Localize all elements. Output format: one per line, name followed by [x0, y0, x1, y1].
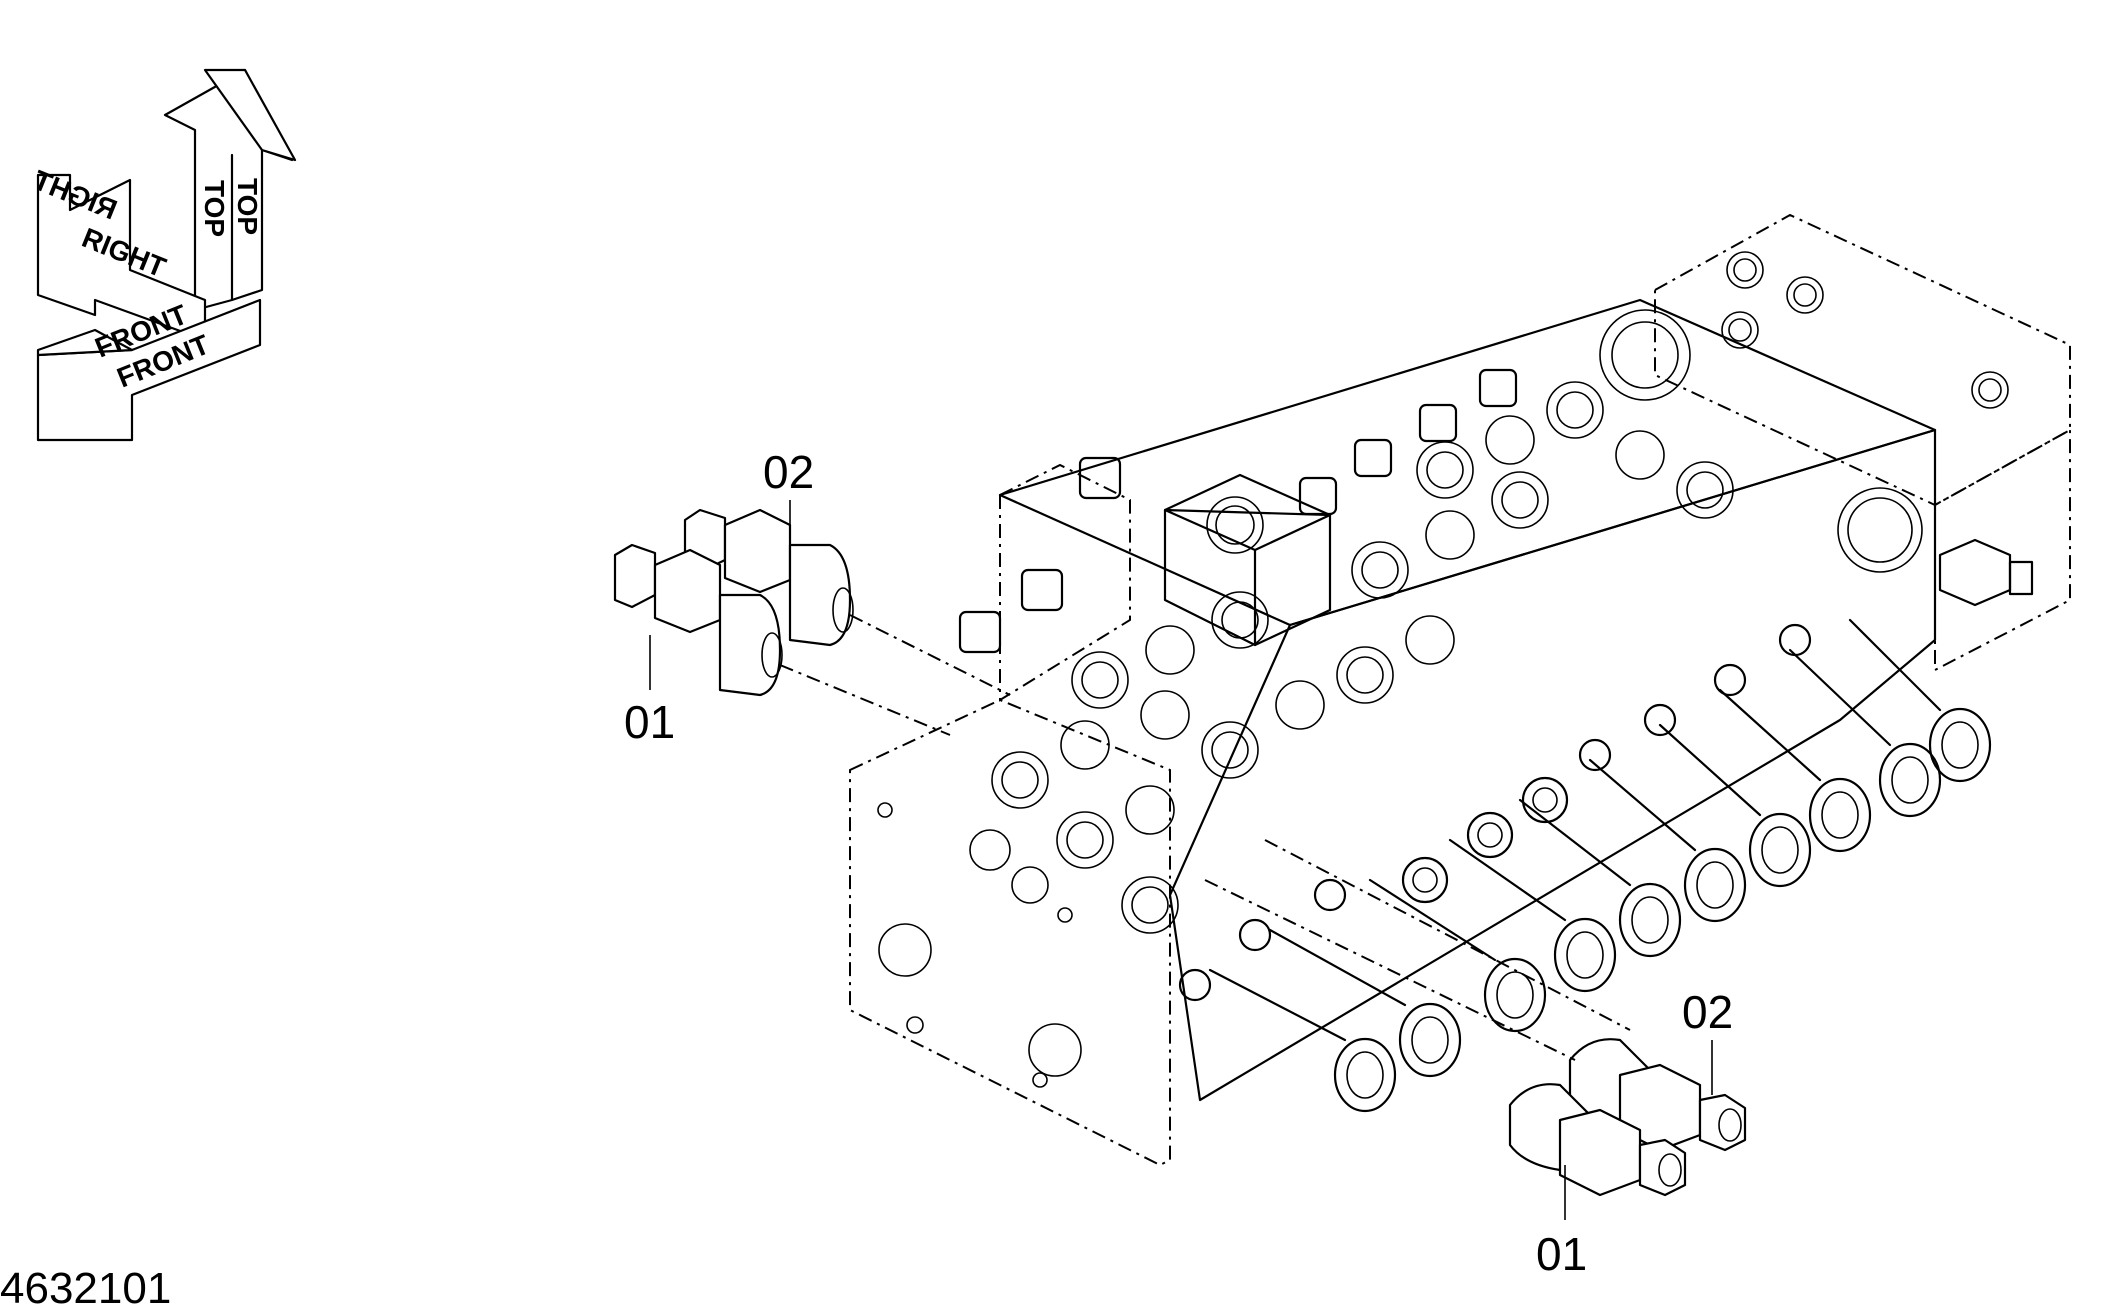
- body-fittings: [1178, 623, 1812, 1002]
- port-grid: [991, 251, 2009, 934]
- part-01-right: [1508, 1083, 1687, 1197]
- callout-left-01: 01: [624, 696, 675, 748]
- callout-left-02: 02: [763, 446, 814, 498]
- control-valve-assembly: [849, 213, 2071, 1167]
- orientation-top-mirrored-label: TOP: [199, 180, 230, 237]
- part-01-left: [613, 543, 783, 697]
- exploded-parts-right: [1204, 839, 1747, 1220]
- spool-end-caps: [1333, 707, 1992, 1113]
- exploded-parts-left: [613, 500, 1011, 736]
- orientation-indicator: TOP TOP RIGHT RIGHT FRONT FRONT: [29, 68, 297, 442]
- callout-right-01: 01: [1536, 1228, 1587, 1280]
- orientation-top-label: TOP: [232, 178, 263, 235]
- top-nuts: [958, 368, 1518, 654]
- callout-right-02: 02: [1682, 986, 1733, 1038]
- part-02-right: [1568, 1038, 1747, 1152]
- figure-number: 4632101: [0, 1264, 171, 1313]
